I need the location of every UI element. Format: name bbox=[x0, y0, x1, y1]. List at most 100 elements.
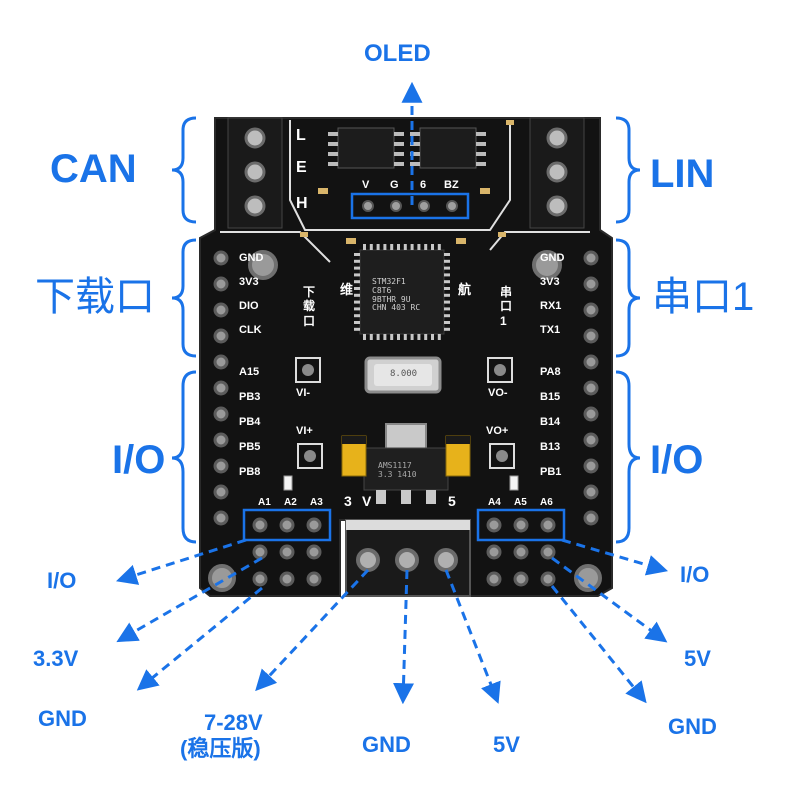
mcu-pin bbox=[444, 300, 450, 304]
silk-right-pin-tx1: TX1 bbox=[540, 324, 561, 336]
right-header-pin bbox=[583, 380, 599, 396]
bottom-right-pin bbox=[513, 544, 529, 560]
silk-reg-pin-v: V bbox=[362, 493, 372, 509]
mcu-pin bbox=[437, 334, 441, 340]
right-header-pin bbox=[583, 510, 599, 526]
mcu-pin bbox=[354, 327, 360, 331]
mcu-pin bbox=[354, 314, 360, 318]
bottom-right-highlight bbox=[476, 508, 566, 542]
mcu-pin bbox=[444, 321, 450, 324]
download-label: 下载口 bbox=[35, 275, 155, 319]
silk-oled-pin-3: 6 bbox=[420, 179, 427, 191]
right-header-pin bbox=[583, 250, 599, 266]
mcu-pin bbox=[431, 244, 434, 250]
oled-label: OLED bbox=[364, 40, 431, 67]
transceiver-chip-left bbox=[337, 127, 395, 169]
lin-label: LIN bbox=[650, 152, 715, 196]
bottom-left-pin bbox=[306, 517, 322, 533]
mcu-pin bbox=[376, 244, 380, 250]
left-header-pin bbox=[213, 484, 229, 500]
mcu-pin bbox=[369, 334, 373, 340]
mcu-pin bbox=[376, 334, 380, 340]
mcu-pin bbox=[403, 334, 407, 340]
bottom-right-pin bbox=[513, 517, 529, 533]
mcu-pin bbox=[444, 280, 450, 284]
silk-vo-plus: VO+ bbox=[486, 425, 509, 437]
silk-left-pin-clk: CLK bbox=[239, 324, 262, 336]
silk-vo-minus: VO- bbox=[488, 387, 508, 399]
mcu-pin bbox=[354, 287, 360, 290]
mcu-pin bbox=[444, 253, 450, 256]
mcu-pin bbox=[363, 244, 366, 250]
silk-a4: A4 bbox=[488, 497, 501, 508]
bottom-left-pin bbox=[279, 517, 295, 533]
mcu-pin bbox=[424, 334, 428, 340]
silk-serial-vertical: 串口1 bbox=[500, 285, 513, 328]
mcu-pin bbox=[410, 244, 414, 250]
silk-right-pin-b15: B15 bbox=[540, 391, 561, 403]
right-header-pin bbox=[583, 458, 599, 474]
mcu-pin bbox=[354, 307, 360, 311]
mcu-pin bbox=[417, 244, 421, 250]
left-header-pin bbox=[213, 250, 229, 266]
silk-vi-minus: VI- bbox=[296, 387, 311, 399]
mcu-pin bbox=[383, 244, 387, 250]
mcu-chip bbox=[354, 244, 450, 340]
silk-reg-pin-3: 3 bbox=[344, 493, 352, 509]
silk-char-right: 航 bbox=[458, 282, 472, 297]
mcu-pin bbox=[369, 244, 373, 250]
mcu-marking: STM32F1 C8T6 9BTHR 9U CHN 403 RC bbox=[372, 277, 421, 313]
silk-a2: A2 bbox=[284, 497, 297, 508]
group-braces bbox=[171, 116, 641, 544]
crystal-marking: 8.000 bbox=[390, 369, 418, 379]
silk-left-pin-pb4: PB4 bbox=[239, 416, 261, 428]
silk-oled-pin-2: G bbox=[390, 179, 399, 191]
bottom-gnd-center: GND bbox=[362, 732, 411, 757]
silk-reg-pin-5: 5 bbox=[448, 493, 456, 509]
silk-right-pin-rx1: RX1 bbox=[540, 300, 562, 312]
bottom-left-pin bbox=[252, 571, 268, 587]
mcu-pin bbox=[354, 300, 360, 304]
silk-a5: A5 bbox=[514, 497, 527, 508]
silk-a1: A1 bbox=[258, 497, 271, 508]
right-header-pin bbox=[583, 354, 599, 370]
silk-download-vertical: 下载口 bbox=[303, 285, 316, 328]
regulator-body bbox=[363, 447, 449, 491]
mcu-pin bbox=[431, 334, 434, 340]
transceiver-chip-right bbox=[419, 127, 477, 169]
bottom-vin: 7-28V bbox=[204, 710, 263, 735]
mcu-pin bbox=[437, 244, 441, 250]
bottom-left-pin bbox=[279, 571, 295, 587]
bottom-left-pin bbox=[279, 544, 295, 560]
silk-right-pin-3v3: 3V3 bbox=[540, 276, 560, 288]
silk-left-pin-3v3: 3V3 bbox=[239, 276, 259, 288]
bottom-io-left: I/O bbox=[47, 568, 77, 593]
silk-left-pin-pb5: PB5 bbox=[239, 441, 261, 453]
bottom-right-pin bbox=[540, 544, 556, 560]
mcu-pin bbox=[444, 307, 450, 311]
regulator-marking: AMS1117 3.3 1410 bbox=[378, 461, 417, 479]
silk-left-pin-a15: A15 bbox=[239, 366, 260, 378]
silk-char-left: 维 bbox=[340, 282, 354, 297]
silk-letter-e: E bbox=[296, 159, 307, 176]
serial-label: 串口1 bbox=[652, 275, 755, 319]
io-right-label: I/O bbox=[650, 438, 704, 482]
mcu-pin bbox=[354, 280, 360, 284]
bottom-vin-note: (稳压版) bbox=[180, 736, 261, 761]
mcu-pin bbox=[444, 266, 450, 270]
left-header-pin bbox=[213, 302, 229, 318]
bottom-gnd-right: GND bbox=[668, 714, 717, 739]
mcu-pin bbox=[444, 293, 450, 297]
silk-right-pin-gnd: GND bbox=[540, 252, 565, 264]
right-header-pin bbox=[583, 276, 599, 292]
silk-letter-l: L bbox=[296, 127, 306, 144]
bottom-right-pin bbox=[513, 571, 529, 587]
mcu-pin bbox=[354, 321, 360, 324]
mcu-pin bbox=[410, 334, 414, 340]
mcu-pin bbox=[403, 244, 407, 250]
silk-left-pin-pb8: PB8 bbox=[239, 466, 261, 478]
bottom-io-right: I/O bbox=[680, 562, 710, 587]
right-header-pin bbox=[583, 406, 599, 422]
